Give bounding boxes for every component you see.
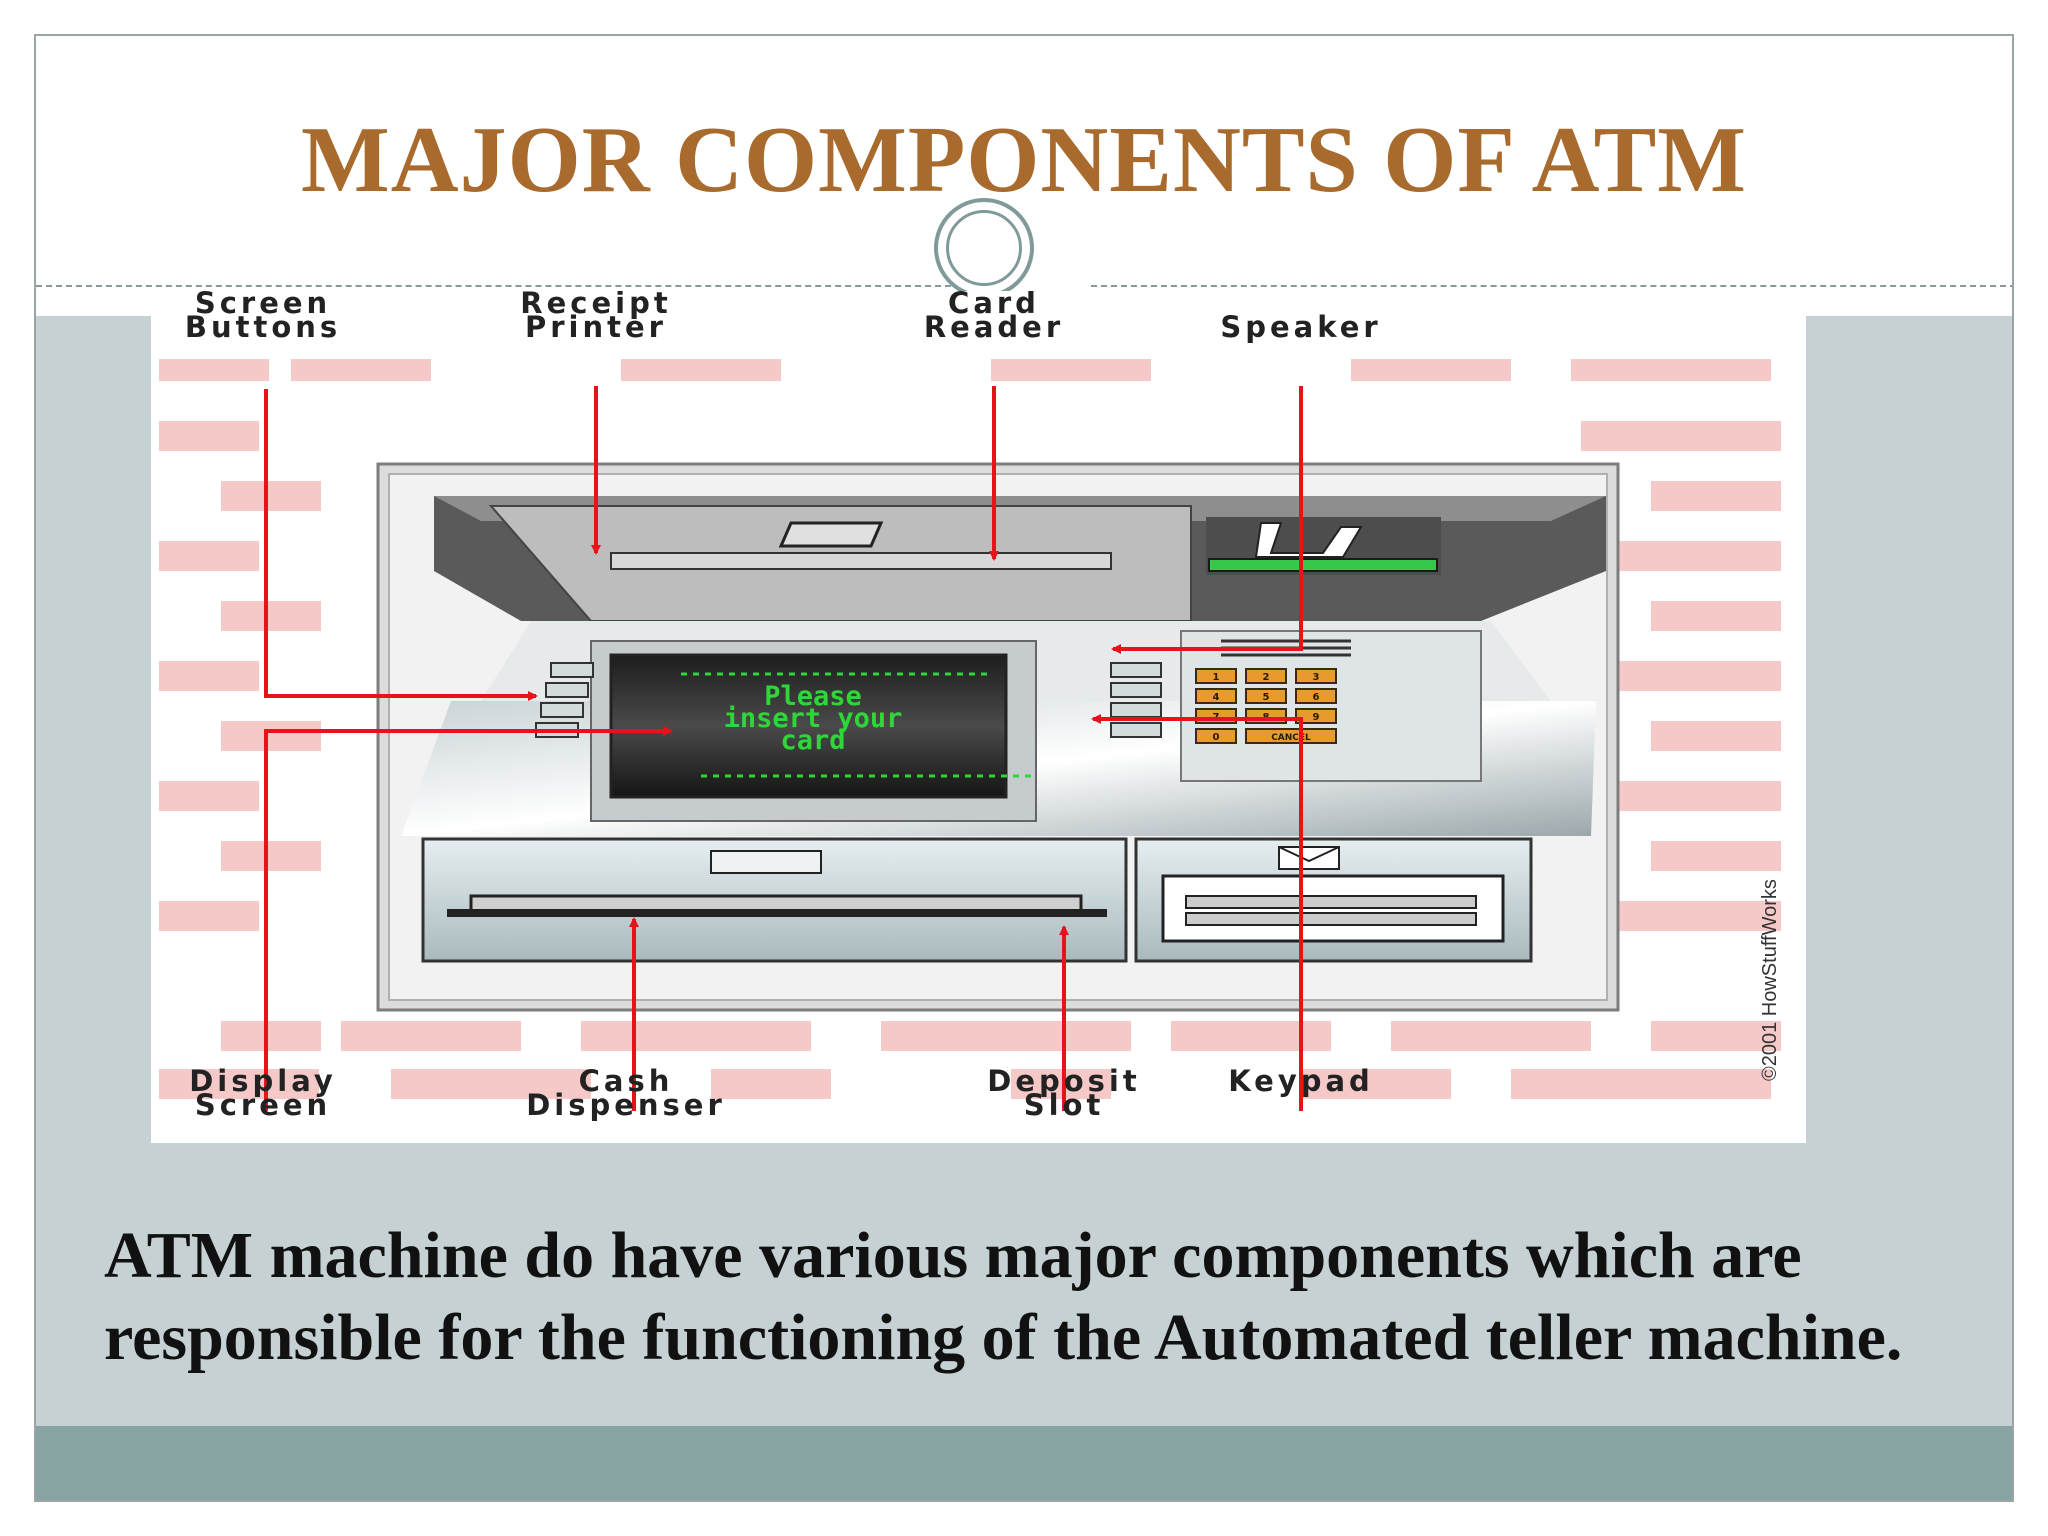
body-paragraph: ATM machine do have various major compon… <box>104 1219 1903 1374</box>
display-screen-message: Please insert your card <box>724 681 903 756</box>
keypad-key-9: 9 <box>1295 708 1337 724</box>
atm-housing <box>376 462 1620 1012</box>
label-cash-dispenser-2: Dispenser <box>526 1088 726 1122</box>
svg-text:CANCEL: CANCEL <box>1271 733 1311 743</box>
svg-text:0: 0 <box>1213 732 1220 743</box>
divider-ring-ornament <box>934 198 1034 298</box>
screen-message-line-3: card <box>780 725 845 756</box>
callout-labels: Screen Buttons Receipt Printer Card Read… <box>185 291 1781 1122</box>
label-display-screen-1: Display <box>189 1064 337 1098</box>
label-display-screen-2: Screen <box>195 1088 331 1122</box>
divider-left <box>36 285 971 287</box>
arrow-speaker <box>1111 386 1303 654</box>
keypad-key-3: 3 <box>1295 668 1337 684</box>
svg-text:1: 1 <box>1213 672 1220 683</box>
keypad-key-0: 0 <box>1195 728 1237 744</box>
keypad-key-2: 2 <box>1245 668 1287 684</box>
svg-text:3: 3 <box>1313 672 1320 683</box>
svg-text:5: 5 <box>1263 692 1270 703</box>
label-receipt-printer-1: Receipt <box>520 291 671 320</box>
keypad-key-6: 6 <box>1295 688 1337 704</box>
svg-text:2: 2 <box>1263 672 1270 683</box>
label-speaker: Speaker <box>1220 310 1381 344</box>
keypad-key-4: 4 <box>1195 688 1237 704</box>
keypad-key-cancel: CANCEL <box>1245 728 1337 744</box>
keypad-key-5: 5 <box>1245 688 1287 704</box>
keypad-key-1: 1 <box>1195 668 1237 684</box>
label-receipt-printer-2: Printer <box>525 310 667 344</box>
label-screen-buttons-2: Buttons <box>185 310 341 344</box>
arrow-keypad <box>1091 714 1303 1111</box>
screen-message-line-2: insert your <box>724 703 903 734</box>
svg-text:9: 9 <box>1313 712 1320 723</box>
brick-wall <box>159 359 1781 1099</box>
screen-message-line-1: Please <box>764 681 862 712</box>
label-keypad: Keypad <box>1228 1064 1374 1098</box>
label-card-reader-2: Reader <box>924 310 1064 344</box>
footer-band <box>36 1426 2012 1500</box>
label-cash-dispenser-1: Cash <box>579 1064 674 1098</box>
arrow-display-screen <box>264 726 673 1111</box>
image-credit: ©2001 HowStuffWorks <box>1759 879 1781 1081</box>
callout-arrows <box>264 386 1303 1111</box>
label-deposit-slot-1: Deposit <box>987 1064 1141 1098</box>
svg-text:4: 4 <box>1213 692 1220 703</box>
label-deposit-slot-2: Slot <box>1024 1088 1105 1122</box>
divider-right <box>1091 285 2012 287</box>
label-screen-buttons-1: Screen <box>195 291 331 320</box>
slide-title: MAJOR COMPONENTS OF ATM <box>301 108 1747 212</box>
svg-text:6: 6 <box>1313 692 1320 703</box>
arrow-screen-buttons <box>264 389 538 701</box>
label-card-reader-1: Card <box>948 291 1040 320</box>
